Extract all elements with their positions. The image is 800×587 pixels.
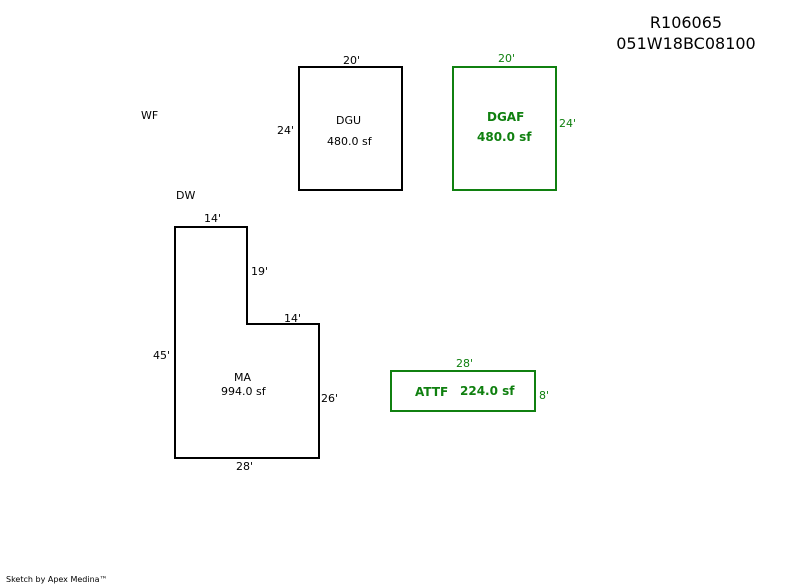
ma-area: 994.0 sf	[221, 385, 266, 398]
sketch-credit: Sketch by Apex Medina™	[6, 575, 108, 584]
attf-dim-top: 28'	[456, 357, 474, 370]
dgu-dim-left: 24'	[277, 124, 295, 137]
attf-code: ATTF	[415, 385, 449, 399]
ma-dim-top: 14'	[204, 212, 222, 225]
attf-area: 224.0 sf	[460, 384, 515, 398]
dgu-outline[interactable]	[298, 66, 403, 191]
ma-dim-left: 45'	[153, 349, 171, 362]
wf-label: WF	[141, 109, 159, 122]
attf-dim-right: 8'	[539, 389, 550, 402]
ma-outline[interactable]	[174, 226, 320, 459]
dgu-area: 480.0 sf	[327, 135, 372, 148]
record-id: R106065	[649, 13, 723, 32]
ma-dim-step-vertical: 19'	[251, 265, 269, 278]
dw-label: DW	[176, 189, 196, 202]
dgaf-outline[interactable]	[452, 66, 557, 191]
dgaf-dim-top: 20'	[498, 52, 516, 65]
dgu-dim-top: 20'	[343, 54, 361, 67]
dgu-code: DGU	[336, 114, 362, 127]
ma-code: MA	[234, 371, 252, 384]
attf-outline[interactable]	[390, 370, 536, 412]
ma-dim-right: 26'	[321, 392, 339, 405]
ma-dim-step-horizontal: 14'	[284, 312, 302, 325]
dgaf-dim-right: 24'	[559, 117, 577, 130]
parcel-id: 051W18BC08100	[616, 34, 756, 53]
dgaf-area: 480.0 sf	[477, 130, 532, 144]
ma-dim-bottom: 28'	[236, 460, 254, 473]
dgaf-code: DGAF	[487, 110, 525, 124]
